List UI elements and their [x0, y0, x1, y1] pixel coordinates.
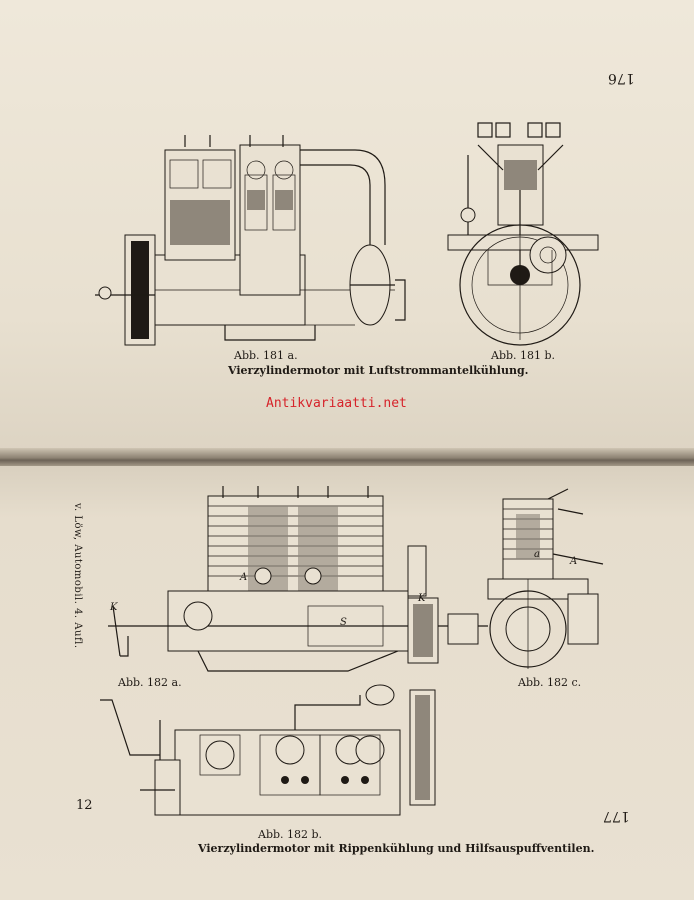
letter-k-right: K: [418, 593, 426, 604]
signature-number: 12: [76, 798, 93, 813]
figure-182c-caption: Abb. 182 c.: [518, 676, 582, 689]
top-page-number: 176: [608, 70, 635, 86]
figure-181a: [95, 135, 406, 346]
letter-a-right: A: [570, 556, 578, 567]
bottom-figure-title: Vierzylindermotor mit Rippenkühlung und …: [198, 842, 595, 855]
side-note: v. Löw, Automobil. 4. Aufl.: [72, 503, 83, 649]
letter-a-mid: A: [240, 572, 248, 583]
figure-181b: [447, 122, 599, 346]
figure-182a-caption: Abb. 182 a.: [118, 676, 182, 689]
figure-182b: [100, 684, 436, 816]
letter-k-left: K: [110, 602, 118, 613]
figure-182c: [487, 488, 604, 669]
letter-s: S: [340, 617, 347, 628]
top-figure-title: Vierzylindermotor mit Luftstrommantelküh…: [228, 364, 529, 377]
bottom-page-number: 177: [603, 808, 630, 824]
figure-181b-caption: Abb. 181 b.: [491, 349, 556, 362]
top-page: [0, 0, 694, 452]
figure-181a-caption: Abb. 181 a.: [234, 349, 298, 362]
figure-182a: [108, 486, 488, 672]
book-gutter: [0, 448, 694, 470]
letter-a-lower: a: [534, 549, 540, 560]
figure-182b-caption: Abb. 182 b.: [258, 828, 323, 841]
watermark: Antikvariaatti.net: [266, 396, 407, 411]
